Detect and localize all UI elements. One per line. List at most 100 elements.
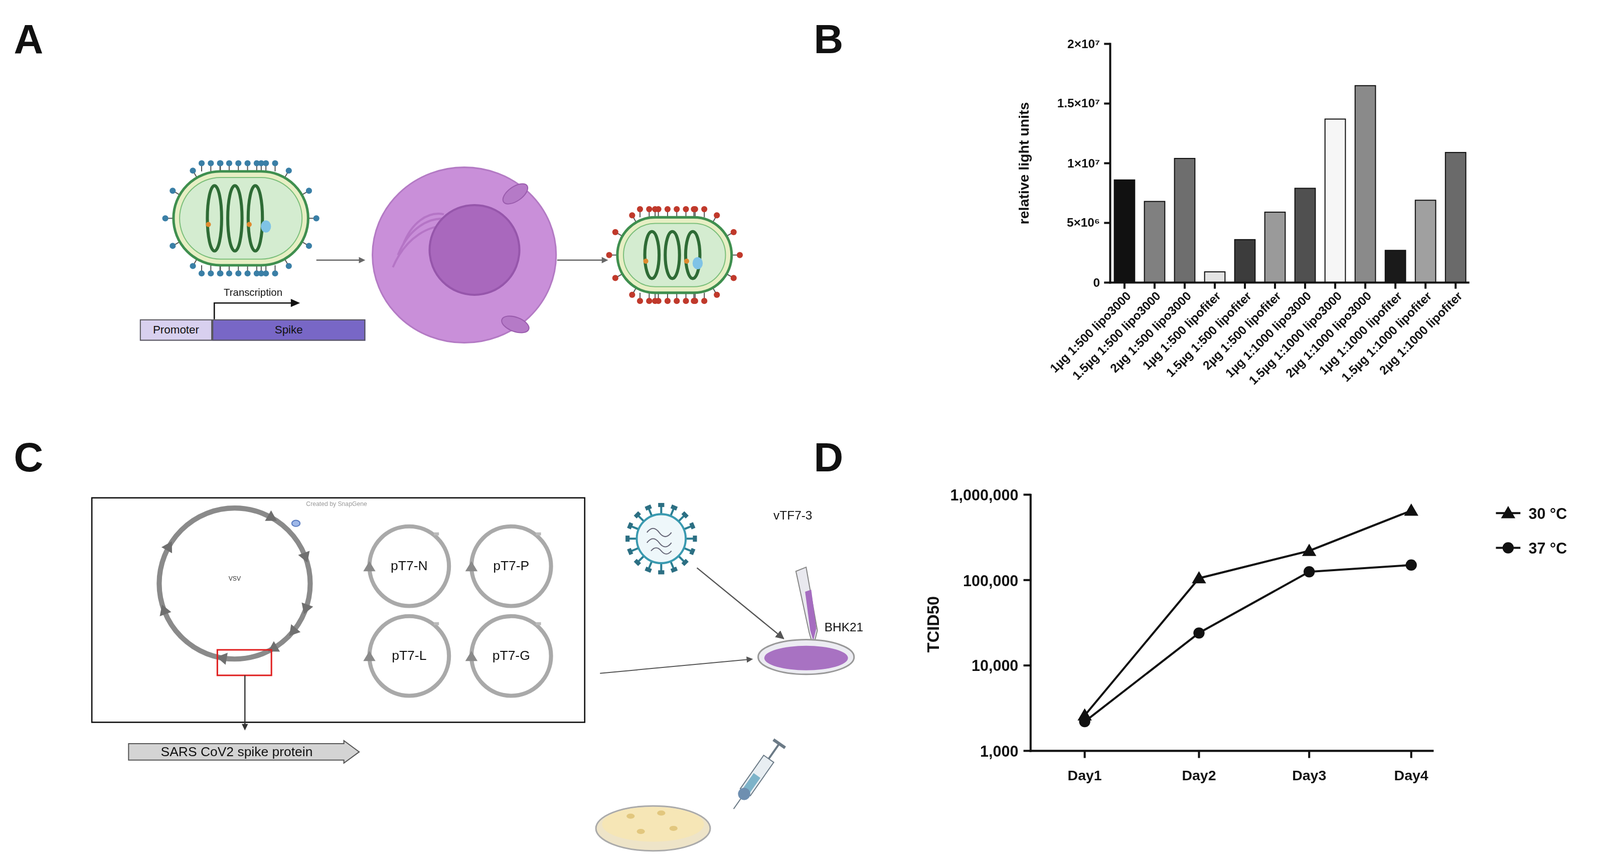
spike-head — [658, 570, 665, 575]
plasmid-ring — [369, 526, 449, 607]
spike-head — [736, 252, 743, 259]
spike-stem — [678, 515, 685, 522]
spike-head — [633, 511, 642, 519]
spike-stem — [660, 506, 663, 515]
inner-membrane — [179, 177, 302, 260]
y-tick — [1103, 102, 1110, 105]
x-tick — [1213, 282, 1216, 289]
spike-head — [605, 252, 612, 259]
spike-head — [646, 206, 653, 213]
gene-arrow — [264, 641, 280, 657]
x-tick — [1197, 750, 1200, 758]
label-text: 0 — [1093, 276, 1101, 289]
label-text: 10,000 — [971, 658, 1019, 674]
y-tick — [1023, 493, 1031, 496]
virus-illustration — [605, 206, 743, 304]
x-tick — [1083, 750, 1086, 758]
spike-head — [652, 297, 659, 304]
bar — [1325, 118, 1346, 283]
spike-head — [670, 566, 678, 573]
spike-head — [652, 206, 659, 213]
node-text: vTF7-3 — [773, 509, 813, 523]
plaque — [636, 829, 645, 835]
gene-arrow — [156, 602, 172, 616]
cell-body — [372, 167, 557, 344]
spike-head — [626, 522, 633, 530]
spike-head — [258, 270, 265, 277]
spike-head — [285, 167, 292, 174]
line-chart — [1023, 494, 1434, 759]
y-tick — [1023, 749, 1031, 752]
spike-head — [612, 274, 619, 281]
label-text: 1×10⁷ — [1067, 156, 1100, 170]
spike-head — [682, 206, 689, 213]
node-text: BHK21 — [824, 621, 864, 635]
label-text: Created by SnapGene — [305, 501, 367, 508]
plaque — [626, 813, 635, 819]
label-text: Transcription — [223, 287, 283, 298]
plasmid-panel — [91, 498, 585, 723]
envelope — [173, 171, 309, 266]
spike-stem — [630, 548, 639, 552]
spike-head — [636, 206, 644, 213]
syringe-plunger — [768, 743, 780, 759]
x-tick — [1123, 282, 1126, 289]
site-mark — [535, 532, 541, 536]
spike-head — [625, 535, 630, 542]
spike-head — [701, 206, 708, 213]
arrow-line — [599, 659, 749, 674]
gene-arrow — [297, 550, 313, 565]
x-tick — [1394, 282, 1397, 289]
spike-head — [305, 187, 312, 194]
spike-head — [207, 160, 214, 167]
spike-head — [689, 522, 696, 530]
spike-head — [198, 160, 205, 167]
plasmid-circle: pT7-P — [467, 522, 556, 611]
spike-head — [692, 535, 697, 542]
bar — [1204, 271, 1226, 283]
spike-head — [673, 297, 680, 304]
spike-head — [169, 187, 176, 194]
syringe-handle — [773, 739, 785, 748]
spike-head — [217, 160, 224, 167]
x-tick — [1304, 282, 1307, 289]
label-text: Day1 — [1067, 768, 1102, 783]
x-tick — [1410, 750, 1413, 758]
spike-stem — [683, 548, 692, 552]
virus-illustration — [162, 160, 319, 277]
genome — [647, 528, 672, 555]
spike-head — [217, 270, 224, 277]
plasmid-frame — [91, 498, 585, 723]
x-tick — [1183, 282, 1186, 289]
polymerase — [260, 220, 271, 233]
arrow-head — [601, 257, 609, 264]
x-tick — [1424, 282, 1427, 289]
node-text: SARS CoV2 spike protein — [161, 744, 313, 760]
spike-head — [681, 511, 689, 519]
spike-head — [258, 160, 265, 167]
legend-text: 30 °C — [1528, 505, 1568, 522]
circle-marker — [1303, 566, 1315, 578]
node-text: pT7-G — [492, 649, 531, 664]
spike-head — [271, 270, 278, 277]
spike-stem — [670, 508, 674, 517]
series-line — [1084, 565, 1412, 722]
node-shape — [625, 503, 697, 575]
arrow-line — [244, 675, 246, 727]
spike-head — [198, 270, 205, 277]
dish-rim — [595, 806, 711, 852]
spike-head — [682, 297, 689, 304]
arrow-outline — [128, 740, 360, 764]
spike-head — [713, 291, 720, 298]
spike-head — [313, 215, 320, 222]
transcription-arrow — [214, 298, 300, 320]
promoter-box: Promoter — [139, 319, 213, 342]
spike-stem — [670, 561, 674, 569]
spike-head — [244, 160, 251, 167]
label-text: VSV — [228, 575, 241, 582]
spike-head — [658, 503, 665, 508]
spike-head — [226, 160, 233, 167]
spike-head — [626, 548, 633, 556]
bar — [1355, 85, 1376, 283]
